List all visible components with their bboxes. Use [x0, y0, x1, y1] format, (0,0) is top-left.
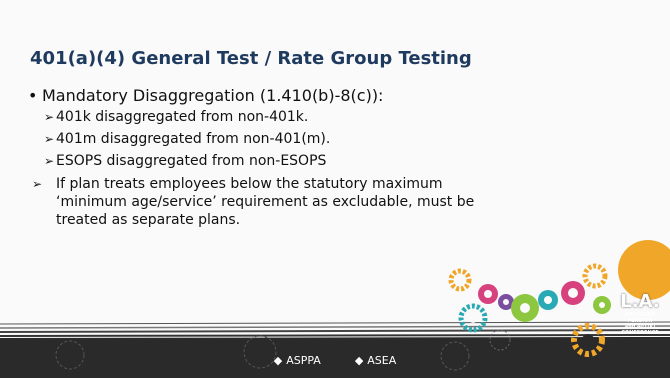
aspa-swoosh-icon: ◆ — [354, 353, 364, 367]
badge-line: CONFERENCE — [621, 330, 659, 336]
asea-logo: ◆ ASEA — [355, 354, 396, 367]
main-bullet-text: Mandatory Disaggregation (1.410(b)-8(c))… — [42, 86, 384, 105]
sub-bullet: ➢ESOPS disaggregated from non-ESOPS — [44, 151, 528, 172]
arrow-bullet-icon: ➢ — [32, 177, 43, 191]
slide-title: 401(a)(4) General Test / Rate Group Test… — [30, 48, 472, 69]
logo-text: ASEA — [367, 353, 397, 367]
main-bullet: •Mandatory Disaggregation (1.410(b)-8(c)… — [28, 86, 528, 105]
sub-bullet-text: ESOPS disaggregated from non-ESOPS — [56, 153, 327, 169]
slide-body: •Mandatory Disaggregation (1.410(b)-8(c)… — [28, 86, 528, 230]
badge-line: PENSION — [627, 318, 653, 324]
decorative-stripes — [0, 321, 670, 340]
sub-bullet: ➢401k disaggregated from non-401k. — [44, 107, 528, 128]
gear-icon — [538, 290, 558, 310]
sub-bullet-text: If plan treats employees below the statu… — [56, 176, 475, 228]
aspa-swoosh-icon: ◆ — [273, 353, 283, 367]
aspa-logo: ◆ ASPPA — [274, 354, 321, 367]
conference-badge: L.A. ADVANCED PENSION and 401(k) CONFERE… — [610, 291, 670, 337]
footer-logos: ◆ ASPPA ◆ ASEA — [0, 347, 670, 373]
sub-bullet-text: 401k disaggregated from non-401k. — [56, 109, 309, 125]
sub-bullet: ➢ If plan treats employees below the stat… — [32, 175, 508, 229]
sub-bullet: ➢401m disaggregated from non-401(m). — [44, 129, 528, 150]
logo-text: ASPPA — [286, 353, 321, 367]
bullet-dot-icon: • — [28, 86, 38, 105]
footer-band — [0, 338, 670, 378]
arrow-bullet-icon: ➢ — [44, 154, 55, 168]
gear-icon — [561, 281, 585, 305]
arrow-bullet-icon: ➢ — [44, 132, 55, 146]
gear-icon — [593, 296, 611, 314]
badge-la: L.A. — [620, 291, 660, 312]
sub-bullet-text: 401m disaggregated from non-401(m). — [56, 131, 331, 147]
badge-line: ADVANCED — [624, 312, 656, 318]
badge-line: and 401(k) — [624, 324, 656, 330]
gear-icon — [448, 268, 472, 292]
gear-icon — [582, 263, 608, 289]
gear-icon — [478, 284, 498, 304]
arrow-bullet-icon: ➢ — [44, 110, 55, 124]
gear-icon — [498, 294, 514, 310]
